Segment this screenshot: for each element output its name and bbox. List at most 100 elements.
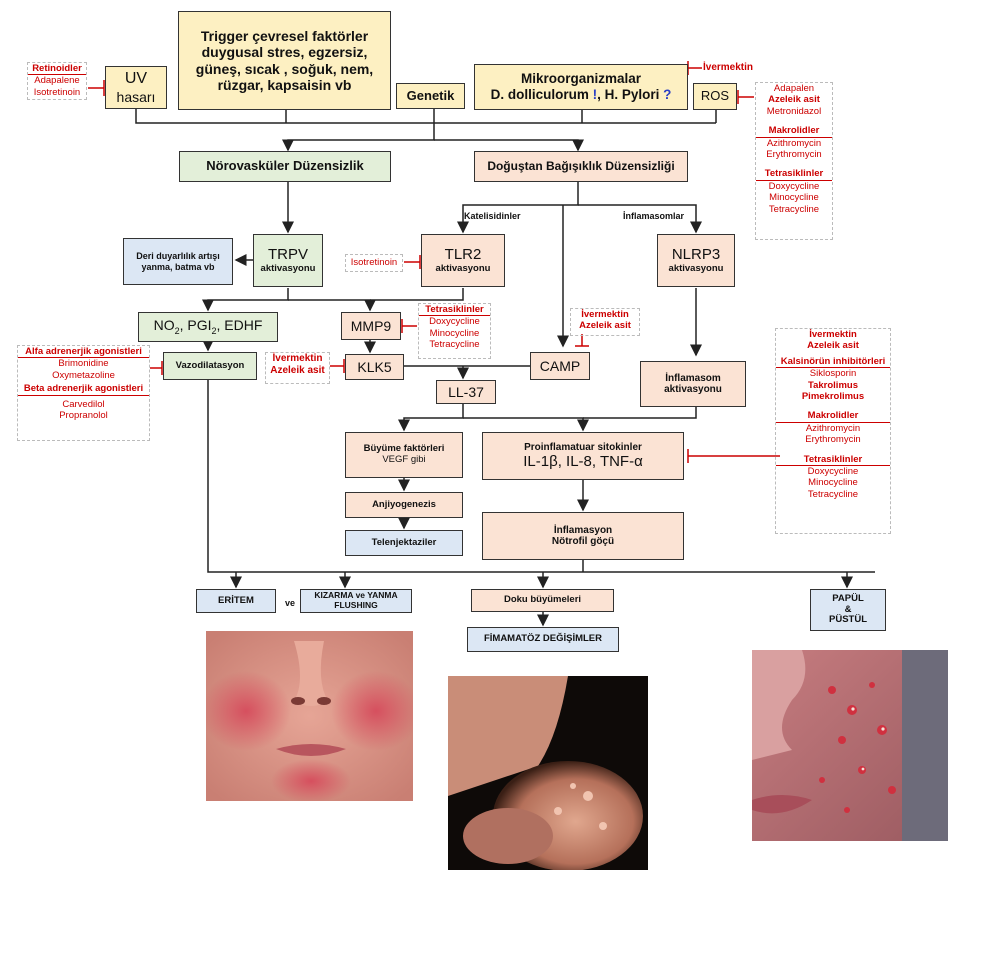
drug-tetracycline: Tetracycline [768,203,820,215]
inflamasyon-box: İnflamasyon Nötrofil göçü [482,512,684,560]
ros-box: ROS [693,83,737,110]
camp-azeleik: Azeleik asit [579,320,631,332]
eritem-box: ERİTEM [196,589,276,613]
ros-drug-list: Adapalen Azeleik asit Metronidazol Makro… [755,82,833,240]
mikro-species: D. dolliculorum !, H. Pylori ? [490,87,672,102]
papul-line-3: PÜSTÜL [829,614,867,626]
drug-oxymetazoline: Oxymetazoline [52,369,115,381]
ros-label: ROS [700,88,730,104]
fimamatoz-box: FİMAMATÖZ DEĞİŞİMLER [467,627,619,652]
inflamasom-subtitle: aktivasyonu [664,384,722,395]
papul-pustul-box: PAPÜL & PÜSTÜL [810,589,886,631]
tlr2-title: TLR2 [444,246,482,264]
ve-label: ve [285,598,296,608]
buyume-subtitle: VEGF gibi [382,454,426,465]
camp-box: CAMP [530,352,590,380]
eritem-label: ERİTEM [218,594,254,606]
drug-azeleik: Azeleik asit [768,94,820,106]
r-ivermektin: İvermektin [809,329,857,340]
mmp-tetrasiklin-header: Tetrasiklinler [419,304,490,317]
vazodilatasyon-box: Vazodilatasyon [163,352,257,380]
pro-title: Proinflamatuar sitokinler [524,441,642,453]
retinoid-header: Retinoidler [28,63,86,76]
retinoid-adapalene: Adapalene [34,75,80,87]
deri-line-2: yanma, batma vb [141,261,215,272]
mmp-tetracycline: Tetracycline [429,339,480,351]
r-erythromycin: Erythromycin [805,434,861,446]
buyume-title: Büyüme faktörleri [363,443,445,455]
inflamasomlar-label: İnflamasomlar [623,211,685,221]
telenjektazi-box: Telenjektaziler [345,530,463,556]
norovaskuler-label: Nörovasküler Düzensizlik [206,158,364,174]
drug-minocycline: Minocycline [769,192,819,204]
erythema-face-photo [206,631,413,801]
nlrp3-title: NLRP3 [671,246,721,264]
camp-ivermektin: İvermektin [581,309,629,320]
nlrp3-subtitle: aktivasyonu [668,262,724,274]
r-pimekrolimus: Pimekrolimus [801,390,865,402]
mmp-minocycline: Minocycline [429,327,480,339]
adrenergic-drug-list: Alfa adrenerjik agonistleri Brimonidine … [17,345,150,441]
inflamasom-title: İnflamasom [665,372,721,384]
klk-ivermektin: İvermektin [272,353,323,364]
mmp9-drug-list: Tetrasiklinler Doxycycline Minocycline T… [418,303,491,359]
kizarma-line-2: FLUSHING [334,600,378,610]
inflamasom-box: İnflamasom aktivasyonu [640,361,746,407]
tlr2-box: TLR2 aktivasyonu [421,234,505,287]
anjiyogenezis-label: Anjiyogenezis [372,498,436,510]
ll37-box: LL-37 [436,380,496,404]
camp-drug-list: İvermektin Azeleik asit [570,308,640,336]
trigger-factors-box: Trigger çevresel faktörler duygusal stre… [178,11,391,110]
telenjektazi-label: Telenjektaziler [371,536,437,548]
trigger-line-1: Trigger çevresel faktörler [200,28,369,45]
katelisidinler-label: Katelisidinler [464,211,521,221]
r-siklosporin: Siklosporin [809,368,857,380]
beta-header: Beta adrenerjik agonistleri [18,383,149,396]
deri-duyarlilik-box: Deri duyarlılık artışı yanma, batma vb [123,238,233,285]
proinflamatuar-box: Proinflamatuar sitokinler IL-1β, IL-8, T… [482,432,684,480]
deri-line-1: Deri duyarlılık artışı [136,251,220,262]
mmp9-label: MMP9 [350,317,392,334]
drug-azithromycin: Azithromycin [766,137,822,149]
ll37-label: LL-37 [448,383,484,400]
trigger-line-4: rüzgar, kapsaisin vb [217,76,352,93]
buyume-box: Büyüme faktörleri VEGF gibi [345,432,463,478]
no2-label: NO2, PGI2, EDHF [153,317,263,337]
camp-label: CAMP [539,357,581,374]
drug-metronidazol: Metronidazol [766,105,822,117]
papules-pustules-face-photo [752,650,948,841]
alfa-header: Alfa adrenerjik agonistleri [18,346,149,359]
inflamasyon-subtitle: Nötrofil göçü [551,536,615,547]
uv-title: UV [124,70,148,88]
uv-damage-box: UV hasarı [105,66,167,109]
r-takrolimus: Takrolimus [808,379,858,391]
uv-subtitle: hasarı [116,88,156,105]
dogustan-label: Doğuştan Bağışıklık Düzensizliği [487,158,675,173]
mikroorganizmalar-box: Mikroorganizmalar D. dolliculorum !, H. … [474,64,688,110]
trigger-line-2: duygusal stres, egzersiz, [201,44,368,61]
mmp9-box: MMP9 [341,312,401,340]
drug-erythromycin: Erythromycin [766,148,822,160]
mikro-title: Mikroorganizmalar [520,71,642,87]
dogustan-box: Doğuştan Bağışıklık Düzensizliği [474,151,688,182]
drug-carvedilol: Carvedilol [62,398,105,410]
drug-doxycycline: Doxycycline [768,180,820,192]
rhinophyma-nose-photo [448,676,648,870]
r-azeleik: Azeleik asit [807,340,859,352]
trpv-title: TRPV [267,246,308,264]
papul-line-1: PAPÜL [832,592,864,604]
no2-pgi2-edhf-box: NO2, PGI2, EDHF [138,312,278,342]
norovaskuler-box: Nörovasküler Düzensizlik [179,151,391,182]
kalsinorin-header: Kalsinörün inhibitörleri [776,356,890,369]
r-azithromycin: Azithromycin [805,422,861,434]
drug-brimonidine: Brimonidine [58,358,109,370]
trpv-subtitle: aktivasyonu [260,262,316,274]
doku-buyume-box: Doku büyümeleri [471,589,614,612]
tlr2-subtitle: aktivasyonu [435,262,491,274]
klk5-box: KLK5 [345,354,404,380]
pro-cytokines: IL-1β, IL-8, TNF-α [523,453,643,471]
fimamatoz-label: FİMAMATÖZ DEĞİŞİMLER [483,633,603,645]
klk-azeleik: Azeleik asit [270,365,325,376]
